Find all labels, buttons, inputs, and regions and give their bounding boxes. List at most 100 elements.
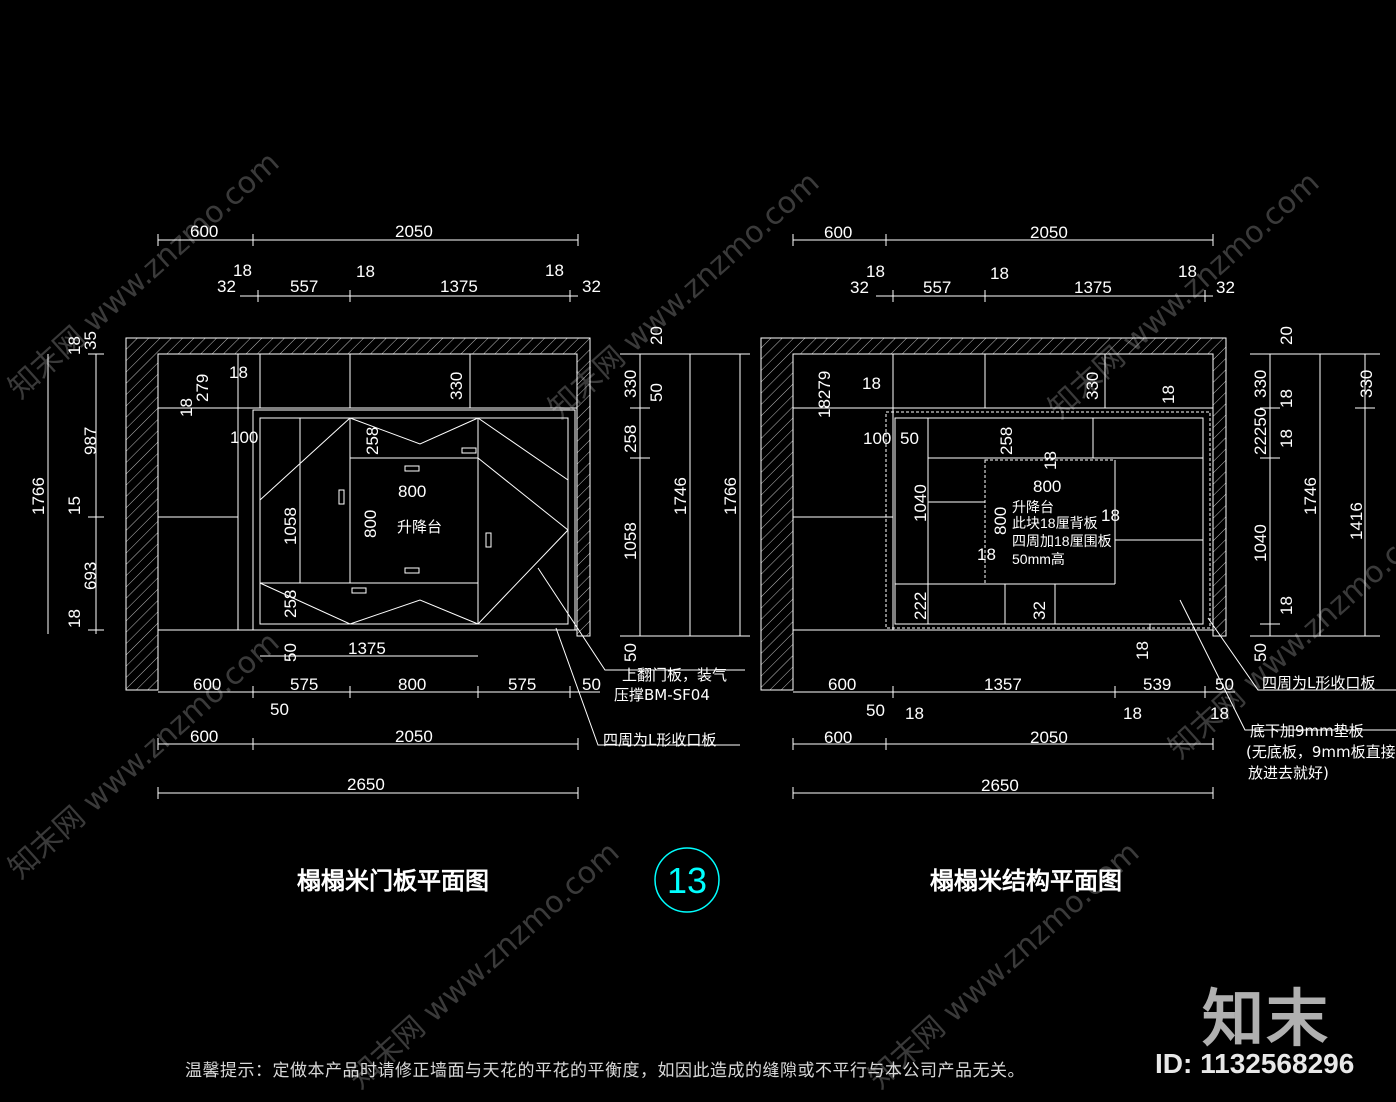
dim: 18 — [1277, 596, 1296, 615]
dim: 800 — [398, 675, 426, 694]
dim: 18 — [177, 398, 196, 417]
lift-note-1: 升降台 — [1012, 499, 1054, 515]
dim: 18 — [990, 264, 1009, 283]
dim: 258 — [997, 427, 1016, 455]
dim: 2050 — [1030, 728, 1068, 747]
dim: 1746 — [671, 477, 690, 515]
dim: 50 — [281, 643, 300, 662]
dim: 600 — [190, 727, 218, 746]
note-pad-board: 底下加9mm垫板 — [1250, 722, 1364, 740]
note-gas-strut: 压撑BM-SF04 — [614, 686, 710, 704]
brand-logo: 知末 — [1202, 982, 1331, 1055]
dim: 20 — [647, 326, 666, 345]
dim: 100 — [863, 429, 891, 448]
dim: 35 — [81, 331, 100, 350]
lift-note-3: 四周加18厘围板 — [1012, 533, 1112, 549]
dim: 1040 — [911, 484, 930, 522]
dim: 32 — [217, 277, 236, 296]
sheet-number-badge: 13 — [654, 847, 720, 913]
dim: 100 — [230, 428, 258, 447]
dim: 258 — [363, 427, 382, 455]
dim: 539 — [1143, 675, 1171, 694]
dim: 1375 — [1074, 278, 1112, 297]
dim: 18 — [229, 363, 248, 382]
left-wall-hatch — [125, 337, 591, 691]
dim: 600 — [828, 675, 856, 694]
image-id: ID: 1132568296 — [1155, 1048, 1355, 1079]
dim: 18 — [356, 262, 375, 281]
dim: 18279 — [815, 371, 834, 418]
dim: 1040 — [1251, 524, 1270, 562]
watermarks: 知末网 www.znzmo.com 知末网 www.znzmo.com 知末网 … — [2, 145, 1396, 1096]
dim: 15 — [65, 496, 84, 515]
dim: 1766 — [721, 477, 740, 515]
dim: 18 — [905, 704, 924, 723]
dim: 330 — [447, 372, 466, 400]
dim: 32 — [1030, 601, 1049, 620]
dim: 18 — [233, 261, 252, 280]
dim: 575 — [508, 675, 536, 694]
dim: 18 — [1277, 389, 1296, 408]
dim: 2650 — [347, 775, 385, 794]
dim: 18 — [1101, 506, 1120, 525]
dim: 575 — [290, 675, 318, 694]
dim: 18 — [1159, 385, 1178, 404]
sheet-number: 13 — [667, 860, 707, 901]
dim: 330 — [1357, 370, 1376, 398]
dim: 1058 — [281, 507, 300, 545]
dim: 18 — [977, 545, 996, 564]
lift-note-4: 50mm高 — [1012, 551, 1065, 567]
dim: 1416 — [1347, 502, 1366, 540]
dim: 18 — [1277, 429, 1296, 448]
dim: 2050 — [395, 222, 433, 241]
structure-plan-labels: 600 2050 32 18 557 18 1375 18 32 20 330 … — [815, 223, 1396, 895]
dim: 50 — [1215, 675, 1234, 694]
footer-note: 温馨提示：定做本产品时请修正墙面与天花的平花的平衡度，如因此造成的缝隙或不平行与… — [185, 1061, 1025, 1081]
dim: 800 — [1033, 477, 1061, 496]
dim: 330 — [1251, 370, 1270, 398]
right-drawing-title: 榻榻米结构平面图 — [930, 867, 1122, 895]
note-l-trim: 四周为L形收口板 — [603, 731, 716, 749]
dim: 50 — [647, 383, 666, 402]
door-panel-plan-labels: 600 2050 32 18 557 18 1375 18 32 18 35 9… — [29, 222, 740, 895]
dim: 330 — [1083, 372, 1102, 400]
note-pad-board-3: 放进去就好) — [1248, 764, 1329, 782]
dim: 18 — [1041, 451, 1060, 470]
dim: 600 — [190, 222, 218, 241]
dim: 800 — [991, 507, 1010, 535]
dim: 32 — [1216, 278, 1235, 297]
dim: 600 — [824, 223, 852, 242]
dim: 2050 — [1030, 223, 1068, 242]
dim: 18 — [545, 261, 564, 280]
dim: 330 — [621, 370, 640, 398]
dim: 50 — [270, 700, 289, 719]
dim: 18 — [65, 336, 84, 355]
dim: 50 — [1251, 643, 1270, 662]
dim: 22250 — [1251, 408, 1270, 455]
dim: 18 — [1178, 262, 1197, 281]
dim: 557 — [290, 277, 318, 296]
note-l-trim-right: 四周为L形收口板 — [1262, 674, 1375, 692]
dim: 258 — [621, 425, 640, 453]
dim: 222 — [911, 592, 930, 620]
structure-plan — [760, 234, 1396, 799]
dim: 600 — [824, 728, 852, 747]
note-pad-board-2: (无底板，9mm板直接 — [1246, 743, 1396, 761]
dim: 18 — [866, 262, 885, 281]
dim: 50 — [621, 643, 640, 662]
dim: 18 — [1210, 704, 1229, 723]
dim: 18 — [1123, 704, 1142, 723]
dim: 1375 — [440, 277, 478, 296]
dim: 32 — [582, 277, 601, 296]
dim: 987 — [81, 427, 100, 455]
dim: 279 — [193, 374, 212, 402]
dim: 258 — [281, 590, 300, 618]
dim: 50 — [582, 675, 601, 694]
lift-platform-label: 升降台 — [397, 518, 442, 536]
lift-note-2: 此块18厘背板 — [1012, 515, 1098, 531]
dim: 18 — [862, 374, 881, 393]
door-panel-plan — [47, 234, 750, 799]
dim: 1375 — [348, 639, 386, 658]
dim: 557 — [923, 278, 951, 297]
